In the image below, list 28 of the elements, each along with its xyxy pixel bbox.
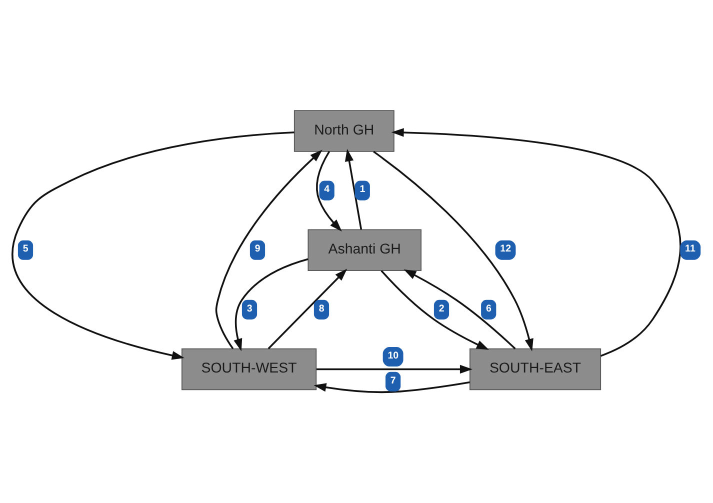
arrow (373, 150, 534, 352)
arrow (314, 381, 470, 394)
arrow (380, 270, 489, 350)
edge-label: 10 (388, 350, 399, 362)
edge-label: 2 (438, 303, 444, 314)
edge-label: 3 (246, 303, 252, 314)
arrow (234, 258, 308, 352)
edge-label: 12 (500, 244, 512, 255)
arrow (215, 150, 322, 350)
node-box: SOUTH-EAST (470, 348, 602, 390)
arrow (12, 132, 294, 360)
arrow (404, 269, 516, 350)
arrow (268, 268, 348, 350)
arrow (344, 148, 362, 230)
edge-label: 4 (324, 184, 330, 196)
arrow (316, 151, 342, 232)
node-box: Ashanti GH (308, 229, 422, 271)
edge-label: 8 (318, 303, 324, 314)
edge-label: 9 (254, 244, 260, 255)
arrow (316, 364, 472, 374)
node-box: North GH (294, 110, 394, 152)
node-box: SOUTH-WEST (182, 348, 317, 390)
edge-label: 7 (390, 375, 396, 386)
arrow (391, 128, 682, 357)
edge-label: 5 (22, 244, 28, 255)
edge-label: 1 (360, 184, 366, 196)
edge-label: 6 (486, 303, 492, 314)
edge-label: 11 (685, 244, 696, 255)
